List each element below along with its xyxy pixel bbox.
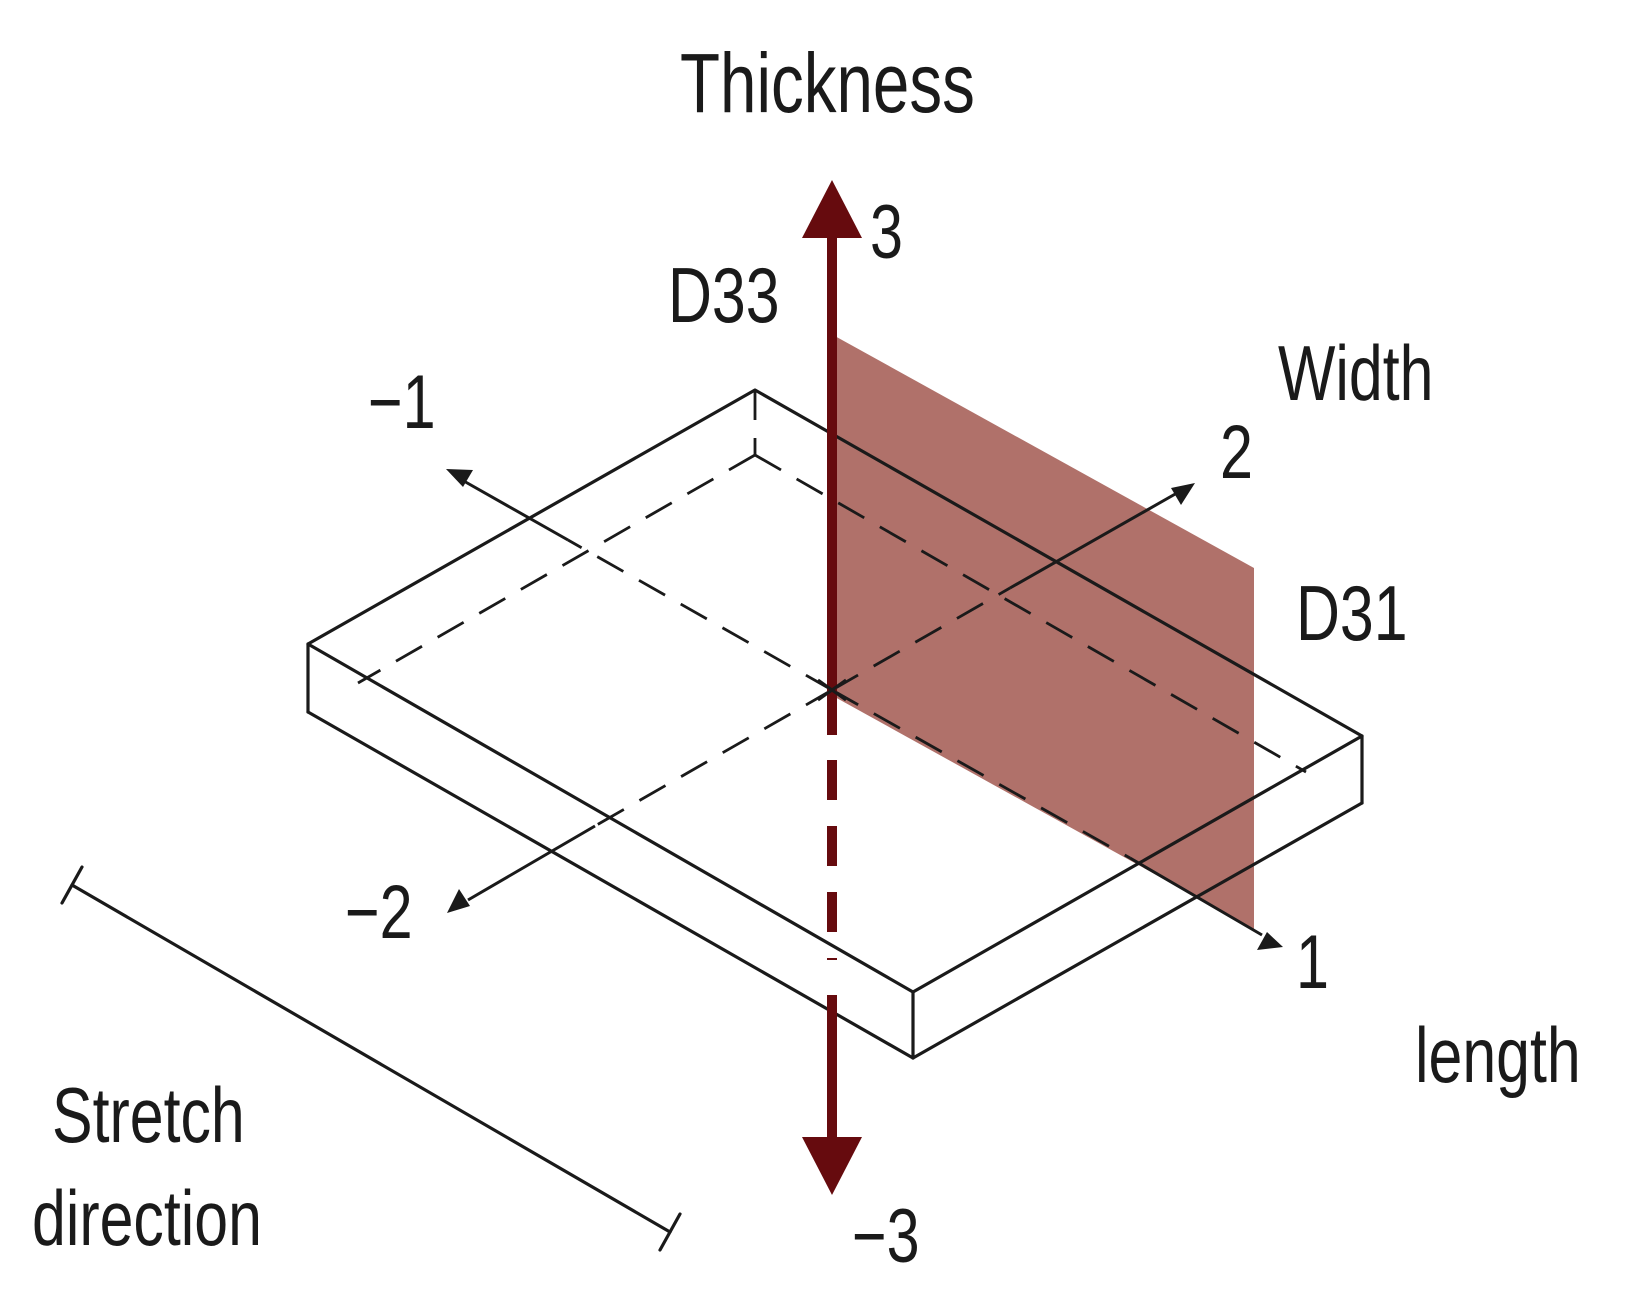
axis-1-pos-arrowhead xyxy=(1257,932,1283,950)
stretch-direction-line xyxy=(60,865,682,1252)
axis-1-negative-label: −1 xyxy=(368,360,436,445)
axis-2-negative-label: −2 xyxy=(345,870,413,955)
width-label: Width xyxy=(1278,330,1434,417)
axis-2-positive-label: 2 xyxy=(1220,410,1253,495)
d33-label: D33 xyxy=(668,252,780,339)
axis-3-neg-arrowhead xyxy=(802,1137,862,1195)
axis-3-negative-label: −3 xyxy=(852,1194,920,1279)
center-mark xyxy=(817,678,847,702)
axis-3 xyxy=(802,180,862,1195)
d31-label: D31 xyxy=(1296,570,1408,657)
plate-outline xyxy=(306,388,1364,1060)
axis-1 xyxy=(446,469,1283,950)
direction-label: direction xyxy=(32,1175,262,1262)
axis-1-neg-arrowhead xyxy=(446,469,473,487)
length-label: length xyxy=(1415,1012,1581,1099)
axis-2-pos-arrowhead xyxy=(1171,483,1195,505)
axis-2-neg-arrowhead xyxy=(447,889,470,913)
thickness-label: Thickness xyxy=(680,36,975,130)
d31-plane xyxy=(833,335,1254,929)
plate-hidden-edges xyxy=(357,390,1307,774)
axis-1-positive-label: 1 xyxy=(1296,920,1329,1005)
axis-3-pos-arrowhead xyxy=(802,180,862,238)
stretch-label: Stretch xyxy=(52,1072,245,1159)
axis-3-positive-label: 3 xyxy=(870,190,903,275)
axis-2 xyxy=(447,483,1195,913)
